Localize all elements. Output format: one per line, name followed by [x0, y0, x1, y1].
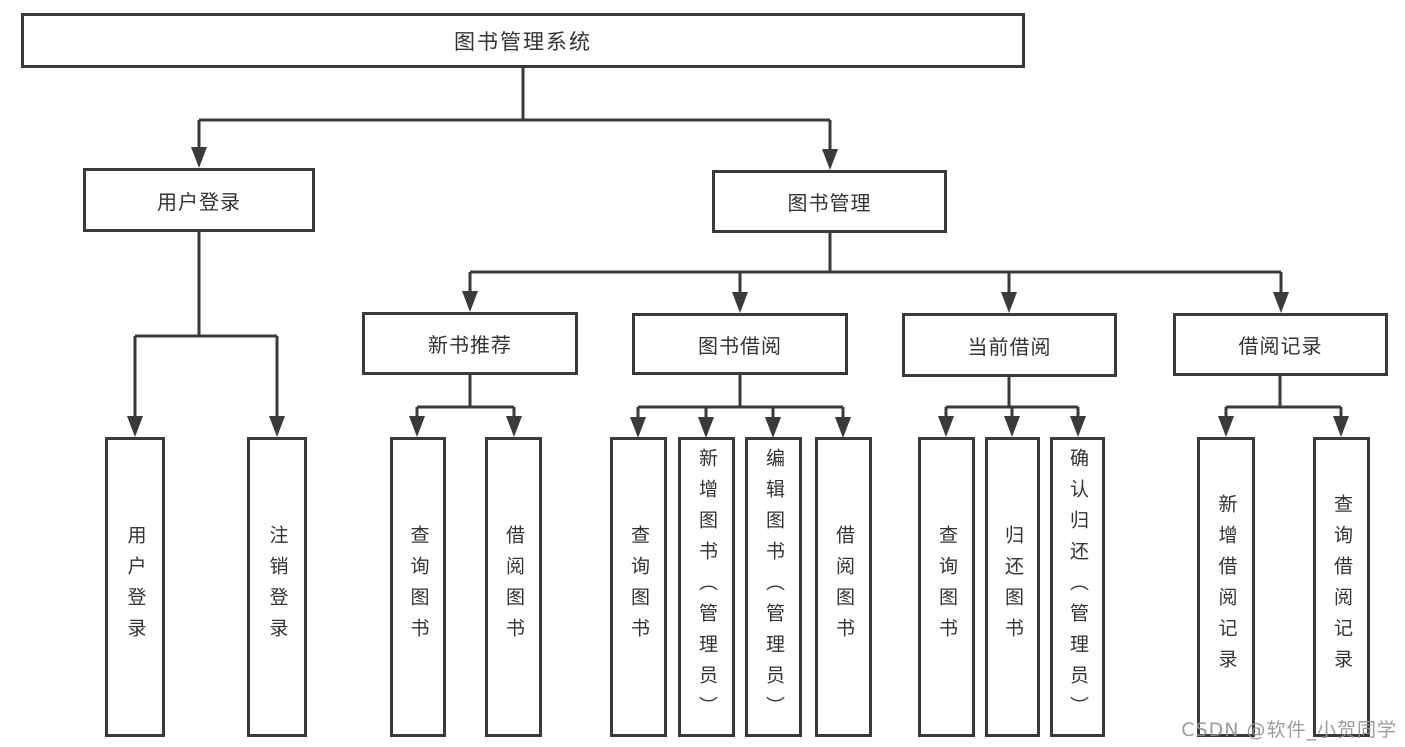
connector-userlogin-to-leaves [133, 232, 279, 418]
leaf-query-book-recommend: 查询图书 [390, 437, 446, 737]
connector-borrowrecord-to-leaves [1224, 375, 1343, 418]
leaf-query-book-borrowing: 查询图书 [610, 437, 667, 737]
node-current-borrowing: 当前借阅 [902, 313, 1117, 377]
leaf-add-book-admin-label: 新增图书（管理员） [696, 447, 718, 727]
leaf-add-book-admin: 新增图书（管理员） [678, 437, 735, 737]
connector-currentborrow-to-leaves [944, 376, 1080, 418]
leaf-borrow-book-borrowing-label: 借阅图书 [833, 525, 855, 649]
leaf-return-book-label: 归还图书 [1002, 525, 1024, 649]
node-book-management-group: 图书管理 [712, 170, 947, 233]
leaf-add-borrow-record-label: 新增借阅记录 [1215, 494, 1238, 680]
leaf-logout-label: 注销登录 [266, 525, 289, 649]
node-new-book-recommend: 新书推荐 [362, 312, 578, 375]
connector-bookmgmt-to-level3 [468, 231, 1283, 294]
leaf-query-book-current: 查询图书 [918, 437, 975, 737]
leaf-edit-book-admin: 编辑图书（管理员） [745, 437, 802, 737]
leaf-edit-book-admin-label: 编辑图书（管理员） [763, 447, 785, 727]
leaf-query-borrow-record: 查询借阅记录 [1313, 437, 1370, 737]
leaf-confirm-return-admin-label: 确认归还（管理员） [1067, 447, 1089, 727]
node-root-system: 图书管理系统 [21, 13, 1025, 68]
node-user-login-group: 用户登录 [83, 168, 315, 232]
leaf-user-login: 用户登录 [105, 437, 165, 737]
leaf-borrow-book-borrowing: 借阅图书 [815, 437, 872, 737]
leaf-user-login-label: 用户登录 [124, 525, 147, 649]
leaf-borrow-book-recommend: 借阅图书 [485, 437, 542, 737]
leaf-query-borrow-record-label: 查询借阅记录 [1331, 494, 1353, 680]
leaf-borrow-book-recommend-label: 借阅图书 [503, 525, 525, 649]
leaf-query-book-recommend-label: 查询图书 [407, 525, 430, 649]
leaf-logout: 注销登录 [247, 437, 307, 737]
connector-newbookrec-to-leaves [415, 374, 516, 418]
node-book-borrowing: 图书借阅 [632, 313, 848, 375]
leaf-query-book-current-label: 查询图书 [936, 525, 958, 649]
leaf-query-book-borrowing-label: 查询图书 [628, 525, 650, 649]
csdn-watermark: CSDN @软件_小贺同学 [1181, 719, 1397, 741]
leaf-confirm-return-admin: 确认归还（管理员） [1050, 437, 1105, 737]
leaf-return-book: 归还图书 [985, 437, 1040, 737]
connector-root-to-level2 [197, 66, 832, 151]
node-borrowing-records: 借阅记录 [1173, 313, 1388, 376]
leaf-add-borrow-record: 新增借阅记录 [1197, 437, 1255, 737]
connector-bookborrow-to-leaves [636, 375, 845, 419]
